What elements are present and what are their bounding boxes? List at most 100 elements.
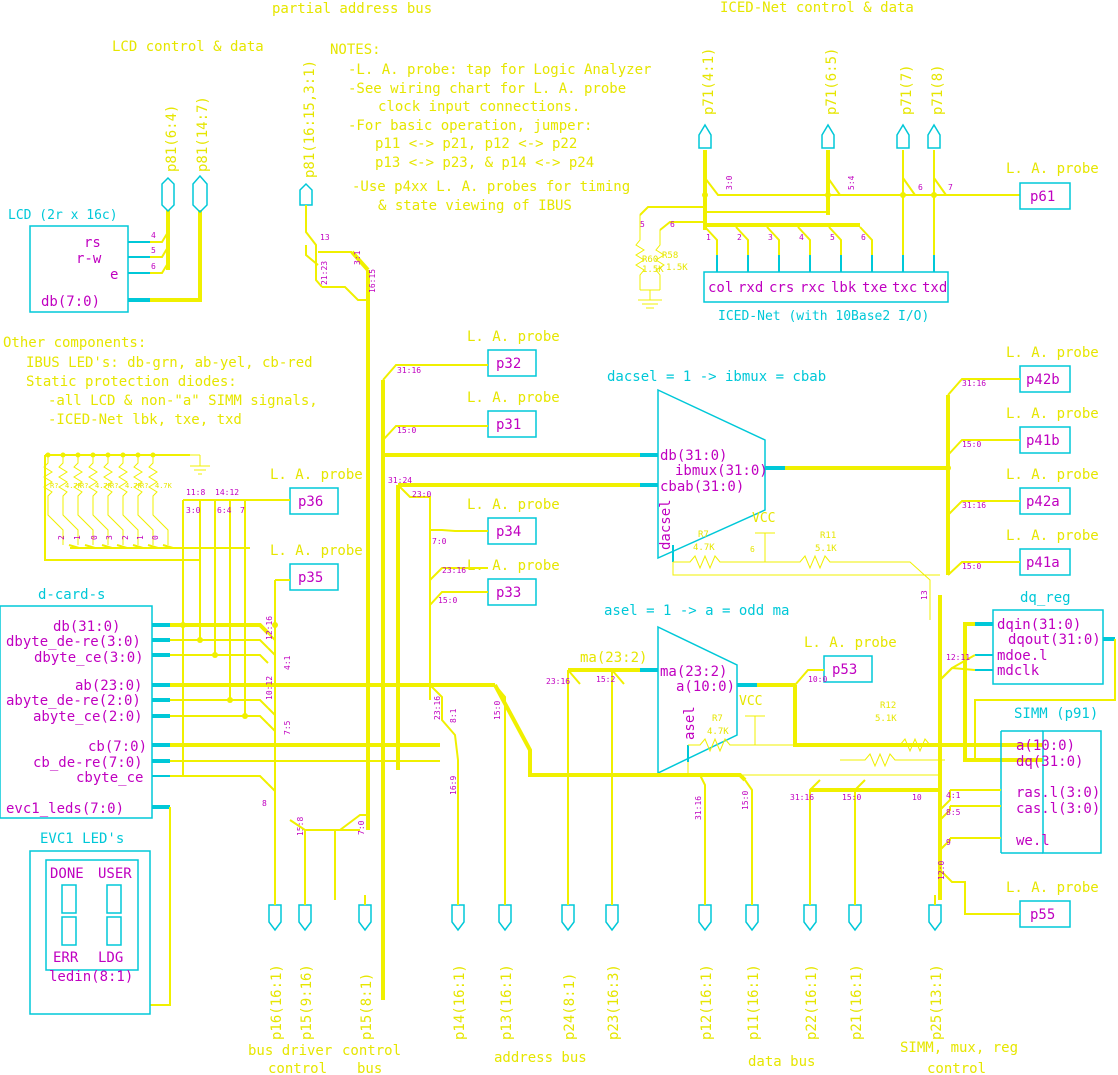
bottom-ports: p16(16:1)p15(9:16)p15(8:1)p14(16:1)p13(1…: [268, 895, 945, 1040]
svg-text:23:16: 23:16: [546, 677, 570, 686]
bottom-port-connector: [498, 904, 512, 932]
other-line: -ICED-Net lbk, txe, txd: [48, 412, 242, 428]
probe-p36: L. A. probe p36: [270, 467, 363, 515]
svg-text:L. A. probe: L. A. probe: [467, 497, 560, 513]
svg-text:1: 1: [706, 233, 711, 242]
port-p81-6-4: p81(6:4): [161, 105, 180, 213]
probe-p41a: L. A. probe p41a: [1006, 528, 1099, 576]
bottom-port-connector: [848, 904, 862, 932]
svg-text:21:23: 21:23: [320, 261, 329, 285]
note-line: & state viewing of IBUS: [378, 198, 572, 214]
svg-text:cas.l(3:0): cas.l(3:0): [1016, 801, 1100, 817]
svg-text:6: 6: [670, 220, 675, 229]
svg-text:15:0: 15:0: [962, 562, 981, 571]
label-data-bus: data bus: [748, 1054, 815, 1070]
iced-net-title: ICED-Net (with 10Base2 I/O): [718, 309, 929, 324]
amux-title: asel = 1 -> a = odd ma: [604, 603, 789, 619]
dq-reg-component: dq_reg dqin(31:0) dqout(31:0) mdoe.l mdc…: [975, 590, 1115, 685]
svg-text:15:0: 15:0: [438, 596, 457, 605]
svg-text:rxc: rxc: [800, 280, 825, 296]
svg-text:p32: p32: [496, 356, 521, 372]
svg-text:7:5: 7:5: [283, 720, 292, 735]
lcd-pin-rw: r-w: [76, 251, 102, 267]
svg-text:p41a: p41a: [1026, 555, 1060, 571]
label-simm-control: control: [927, 1061, 986, 1075]
svg-text:ras.l(3:0): ras.l(3:0): [1016, 785, 1100, 801]
svg-text:mdoe.l: mdoe.l: [997, 648, 1048, 664]
svg-text:10: 10: [912, 793, 922, 802]
svg-text:L. A. probe: L. A. probe: [804, 635, 897, 651]
bottom-port-connector: [745, 904, 759, 932]
svg-text:abyte_de-re(2:0): abyte_de-re(2:0): [6, 693, 141, 709]
probe-p33: L. A. probe p33: [467, 558, 560, 606]
evc1-leds-component: EVC1 LED's DONE USER ERR LDG ledin(8:1): [29, 831, 151, 1015]
ibmux-title: dacsel = 1 -> ibmux = cbab: [607, 369, 826, 385]
resistor-array-bit: 1: [136, 535, 145, 540]
svg-text:crs: crs: [769, 280, 794, 296]
bottom-port-label: p15(8:1): [359, 973, 375, 1040]
other-line: Other components:: [3, 335, 146, 351]
lcd-pin-e: e: [110, 267, 118, 283]
svg-text:23:16: 23:16: [442, 566, 466, 575]
svg-text:dqout(31:0): dqout(31:0): [1008, 632, 1101, 648]
svg-text:15:0: 15:0: [842, 793, 861, 802]
svg-text:8: 8: [262, 799, 267, 808]
title-partial-address-bus: partial address bus: [272, 1, 432, 17]
resistor-array-label: R?: [80, 482, 88, 490]
title-lcd-control: LCD control & data: [112, 39, 264, 55]
probe-p32: L. A. probe p32: [467, 329, 560, 377]
svg-text:p42a: p42a: [1026, 494, 1060, 510]
svg-text:DONE: DONE: [50, 866, 84, 882]
svg-text:dq(31:0): dq(31:0): [1016, 754, 1083, 770]
svg-text:R60: R60: [642, 255, 658, 265]
svg-text:15:0: 15:0: [741, 791, 750, 810]
svg-text:5:4: 5:4: [847, 175, 856, 190]
svg-text:6:4: 6:4: [217, 506, 232, 515]
svg-text:4.7K: 4.7K: [707, 727, 729, 737]
other-line: Static protection diodes:: [26, 374, 237, 390]
svg-text:5: 5: [830, 233, 835, 242]
svg-text:p81(14:7): p81(14:7): [195, 96, 211, 172]
svg-text:15:0: 15:0: [493, 701, 502, 720]
svg-text:10:12: 10:12: [265, 676, 274, 700]
svg-text:7: 7: [948, 183, 953, 192]
probe-p53: L. A. probe p53: [804, 635, 897, 683]
probe-p31: L. A. probe p31: [467, 390, 560, 438]
svg-text:13: 13: [320, 233, 330, 242]
simm-title: SIMM (p91): [1014, 706, 1098, 722]
iced-net-box: [703, 271, 949, 303]
lcd-component: LCD (2r x 16c) rs r-w e db(7:0) 4 5 6: [8, 208, 156, 313]
port-p71-4-1: p71(4:1): [698, 48, 717, 149]
svg-text:asel: asel: [682, 706, 698, 740]
simm-component: SIMM (p91) a(10:0) dq(31:0) ras.l(3:0) c…: [1014, 706, 1102, 854]
svg-text:L. A. probe: L. A. probe: [467, 390, 560, 406]
svg-text:31:16: 31:16: [962, 379, 986, 388]
svg-text:p41b: p41b: [1026, 433, 1060, 449]
bottom-port-label: p21(16:1): [849, 964, 865, 1040]
svg-text:4:1: 4:1: [946, 791, 961, 800]
svg-text:3: 3: [768, 233, 773, 242]
svg-text:14:12: 14:12: [215, 488, 239, 497]
svg-text:evc1_leds(7:0): evc1_leds(7:0): [6, 801, 124, 817]
svg-text:R12: R12: [880, 701, 896, 711]
probe-p35: L. A. probe p35: [270, 543, 363, 591]
svg-text:R7: R7: [712, 714, 723, 724]
resistor-array-label: R?: [50, 482, 58, 490]
svg-text:5.1K: 5.1K: [875, 714, 897, 724]
svg-text:1.5K: 1.5K: [642, 265, 664, 275]
bottom-port-connector: [928, 904, 942, 932]
other-components-block: Other components: IBUS LED's: db-grn, ab…: [3, 335, 318, 428]
svg-text:L. A. probe: L. A. probe: [1006, 467, 1099, 483]
bottom-port-label: p22(16:1): [804, 964, 820, 1040]
svg-text:6: 6: [151, 262, 156, 271]
svg-text:3:0: 3:0: [725, 175, 734, 190]
svg-text:p53: p53: [832, 662, 857, 678]
resistors-r60-r58: 5 6 R60 1.5K R58 1.5K: [635, 206, 705, 309]
resistor-array-label: R?: [110, 482, 118, 490]
note-line: -Use p4xx L. A. probes for timing: [352, 179, 630, 195]
svg-text:L. A. probe: L. A. probe: [1006, 528, 1099, 544]
svg-text:5: 5: [640, 220, 645, 229]
svg-text:db(31:0): db(31:0): [660, 448, 727, 464]
port-p71-8: p71(8): [927, 64, 946, 149]
